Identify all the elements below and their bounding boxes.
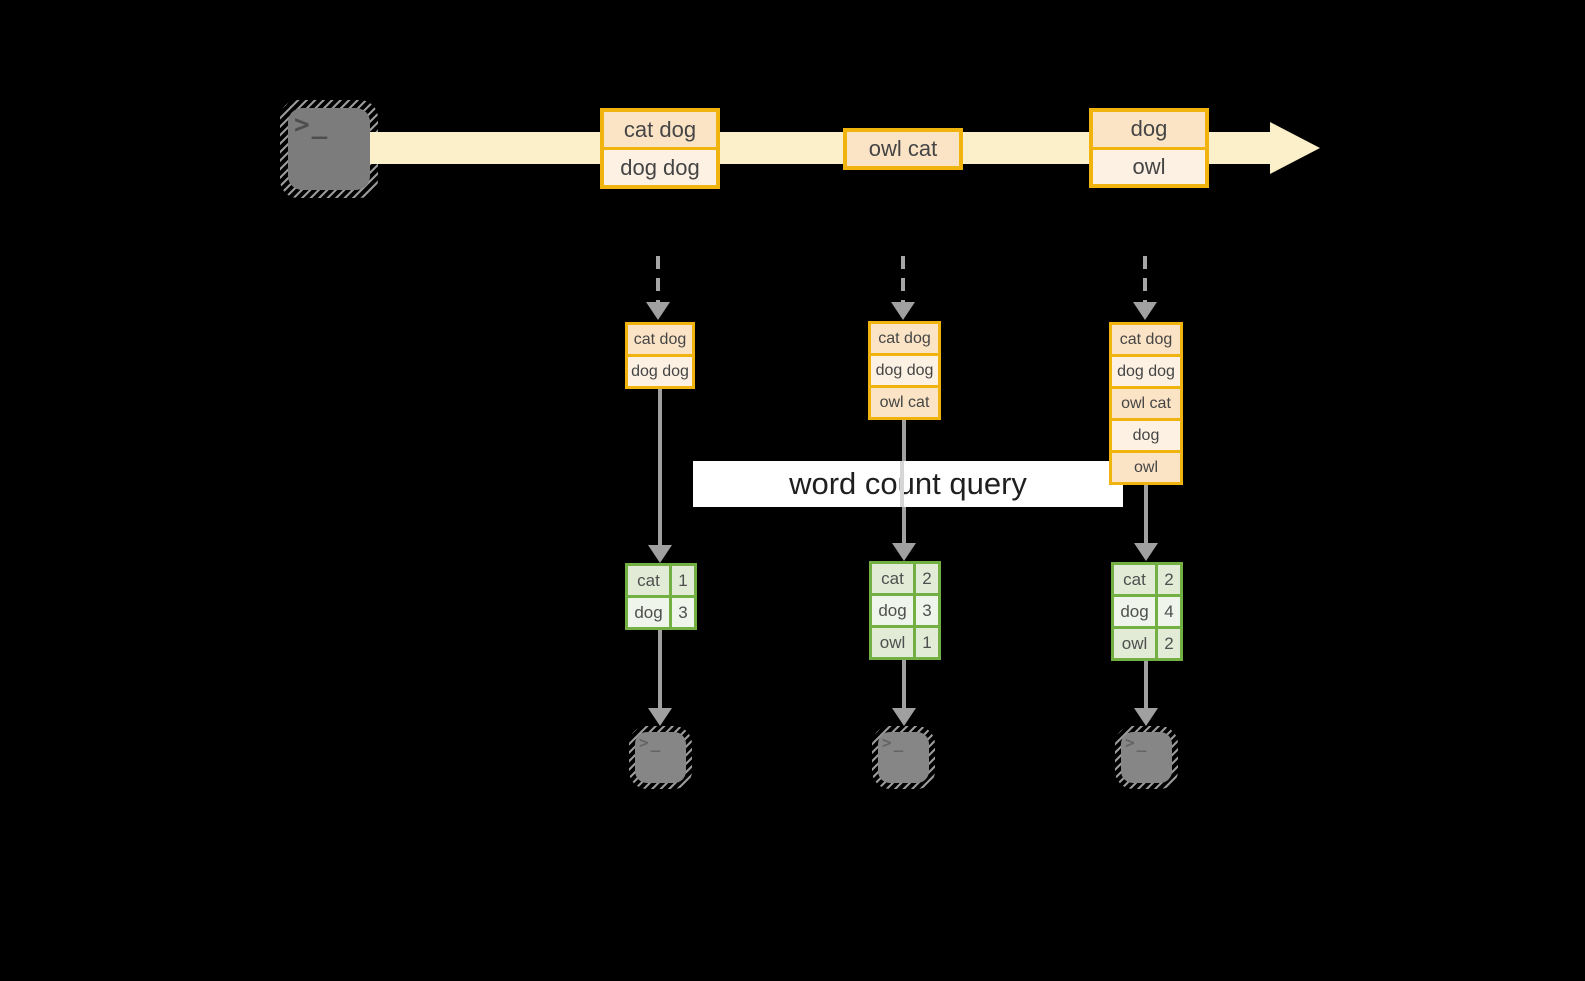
terminal-prompt-icon: >_ [882,733,906,752]
wordcount-table-2: cat 2 dog 3 owl 1 [869,561,941,660]
buffer-line: owl [1112,453,1180,482]
buffer-line: owl cat [1112,389,1180,418]
count-cell: 2 [1158,565,1180,594]
query-arrow-head-icon [1134,543,1158,561]
count-cell: 4 [1158,597,1180,626]
stream-event-line: dog [1093,112,1205,147]
terminal-sink-1-icon: >_ [629,726,692,789]
terminal-prompt-icon: >_ [1125,733,1149,752]
dashed-arrow-head-icon [891,302,915,320]
query-label-text: word count query [789,466,1027,501]
dashed-arrow-line [1143,256,1147,302]
count-cell: 1 [916,628,938,657]
word-cell: dog [628,598,669,627]
stream-event-line: owl [1093,149,1205,184]
terminal-source-icon: >_ [280,100,378,198]
count-cell: 2 [1158,629,1180,658]
terminal-sink-3-icon: >_ [1115,726,1178,789]
wordcount-table-3: cat 2 dog 4 owl 2 [1111,562,1183,661]
dashed-arrow-line [901,256,905,302]
stream-event-line: cat dog [604,112,716,147]
output-arrow-head-icon [1134,708,1158,726]
stream-event-3: dog owl [1089,108,1209,188]
buffer-line: dog dog [628,357,692,386]
buffer-line: cat dog [628,325,692,354]
word-cell: owl [1114,629,1155,658]
buffer-line: owl cat [871,388,938,417]
count-cell: 2 [916,564,938,593]
query-arrow-line [658,389,662,545]
buffer-line: cat dog [871,324,938,353]
query-arrow-head-icon [892,543,916,561]
word-cell: cat [628,566,669,595]
stream-arrowhead-icon [1270,122,1320,174]
input-buffer-1: cat dog dog dog [625,322,695,389]
word-cell: dog [1114,597,1155,626]
output-arrow-line [658,630,662,708]
word-cell: cat [1114,565,1155,594]
terminal-source-body [288,108,370,190]
stream-event-line: owl cat [847,132,959,166]
terminal-prompt-icon: >_ [294,110,330,140]
count-cell: 3 [916,596,938,625]
stream-event-2: owl cat [843,128,963,170]
dashed-arrow-line [656,256,660,302]
query-arrow-line [1144,485,1148,543]
buffer-line: dog dog [1112,357,1180,386]
terminal-prompt-icon: >_ [639,733,663,752]
wordcount-table-1: cat 1 dog 3 [625,563,697,630]
buffer-line: dog [1112,421,1180,450]
count-cell: 1 [672,566,694,595]
terminal-sink-body [635,732,686,783]
query-arrow-head-icon [648,545,672,563]
dashed-arrow-head-icon [646,302,670,320]
terminal-sink-body [878,732,929,783]
stream-event-line: dog dog [604,150,716,185]
word-cell: cat [872,564,913,593]
word-cell: dog [872,596,913,625]
output-arrow-head-icon [892,708,916,726]
stream-event-1: cat dog dog dog [600,108,720,189]
query-label: word count query [693,461,1123,507]
terminal-sink-2-icon: >_ [872,726,935,789]
output-arrow-head-icon [648,708,672,726]
buffer-line: cat dog [1112,325,1180,354]
arrow-through-label [900,461,904,507]
terminal-sink-body [1121,732,1172,783]
output-arrow-line [1144,661,1148,708]
word-cell: owl [872,628,913,657]
input-buffer-3: cat dog dog dog owl cat dog owl [1109,322,1183,485]
input-buffer-2: cat dog dog dog owl cat [868,321,941,420]
dashed-arrow-head-icon [1133,302,1157,320]
buffer-line: dog dog [871,356,938,385]
count-cell: 3 [672,598,694,627]
output-arrow-line [902,660,906,708]
